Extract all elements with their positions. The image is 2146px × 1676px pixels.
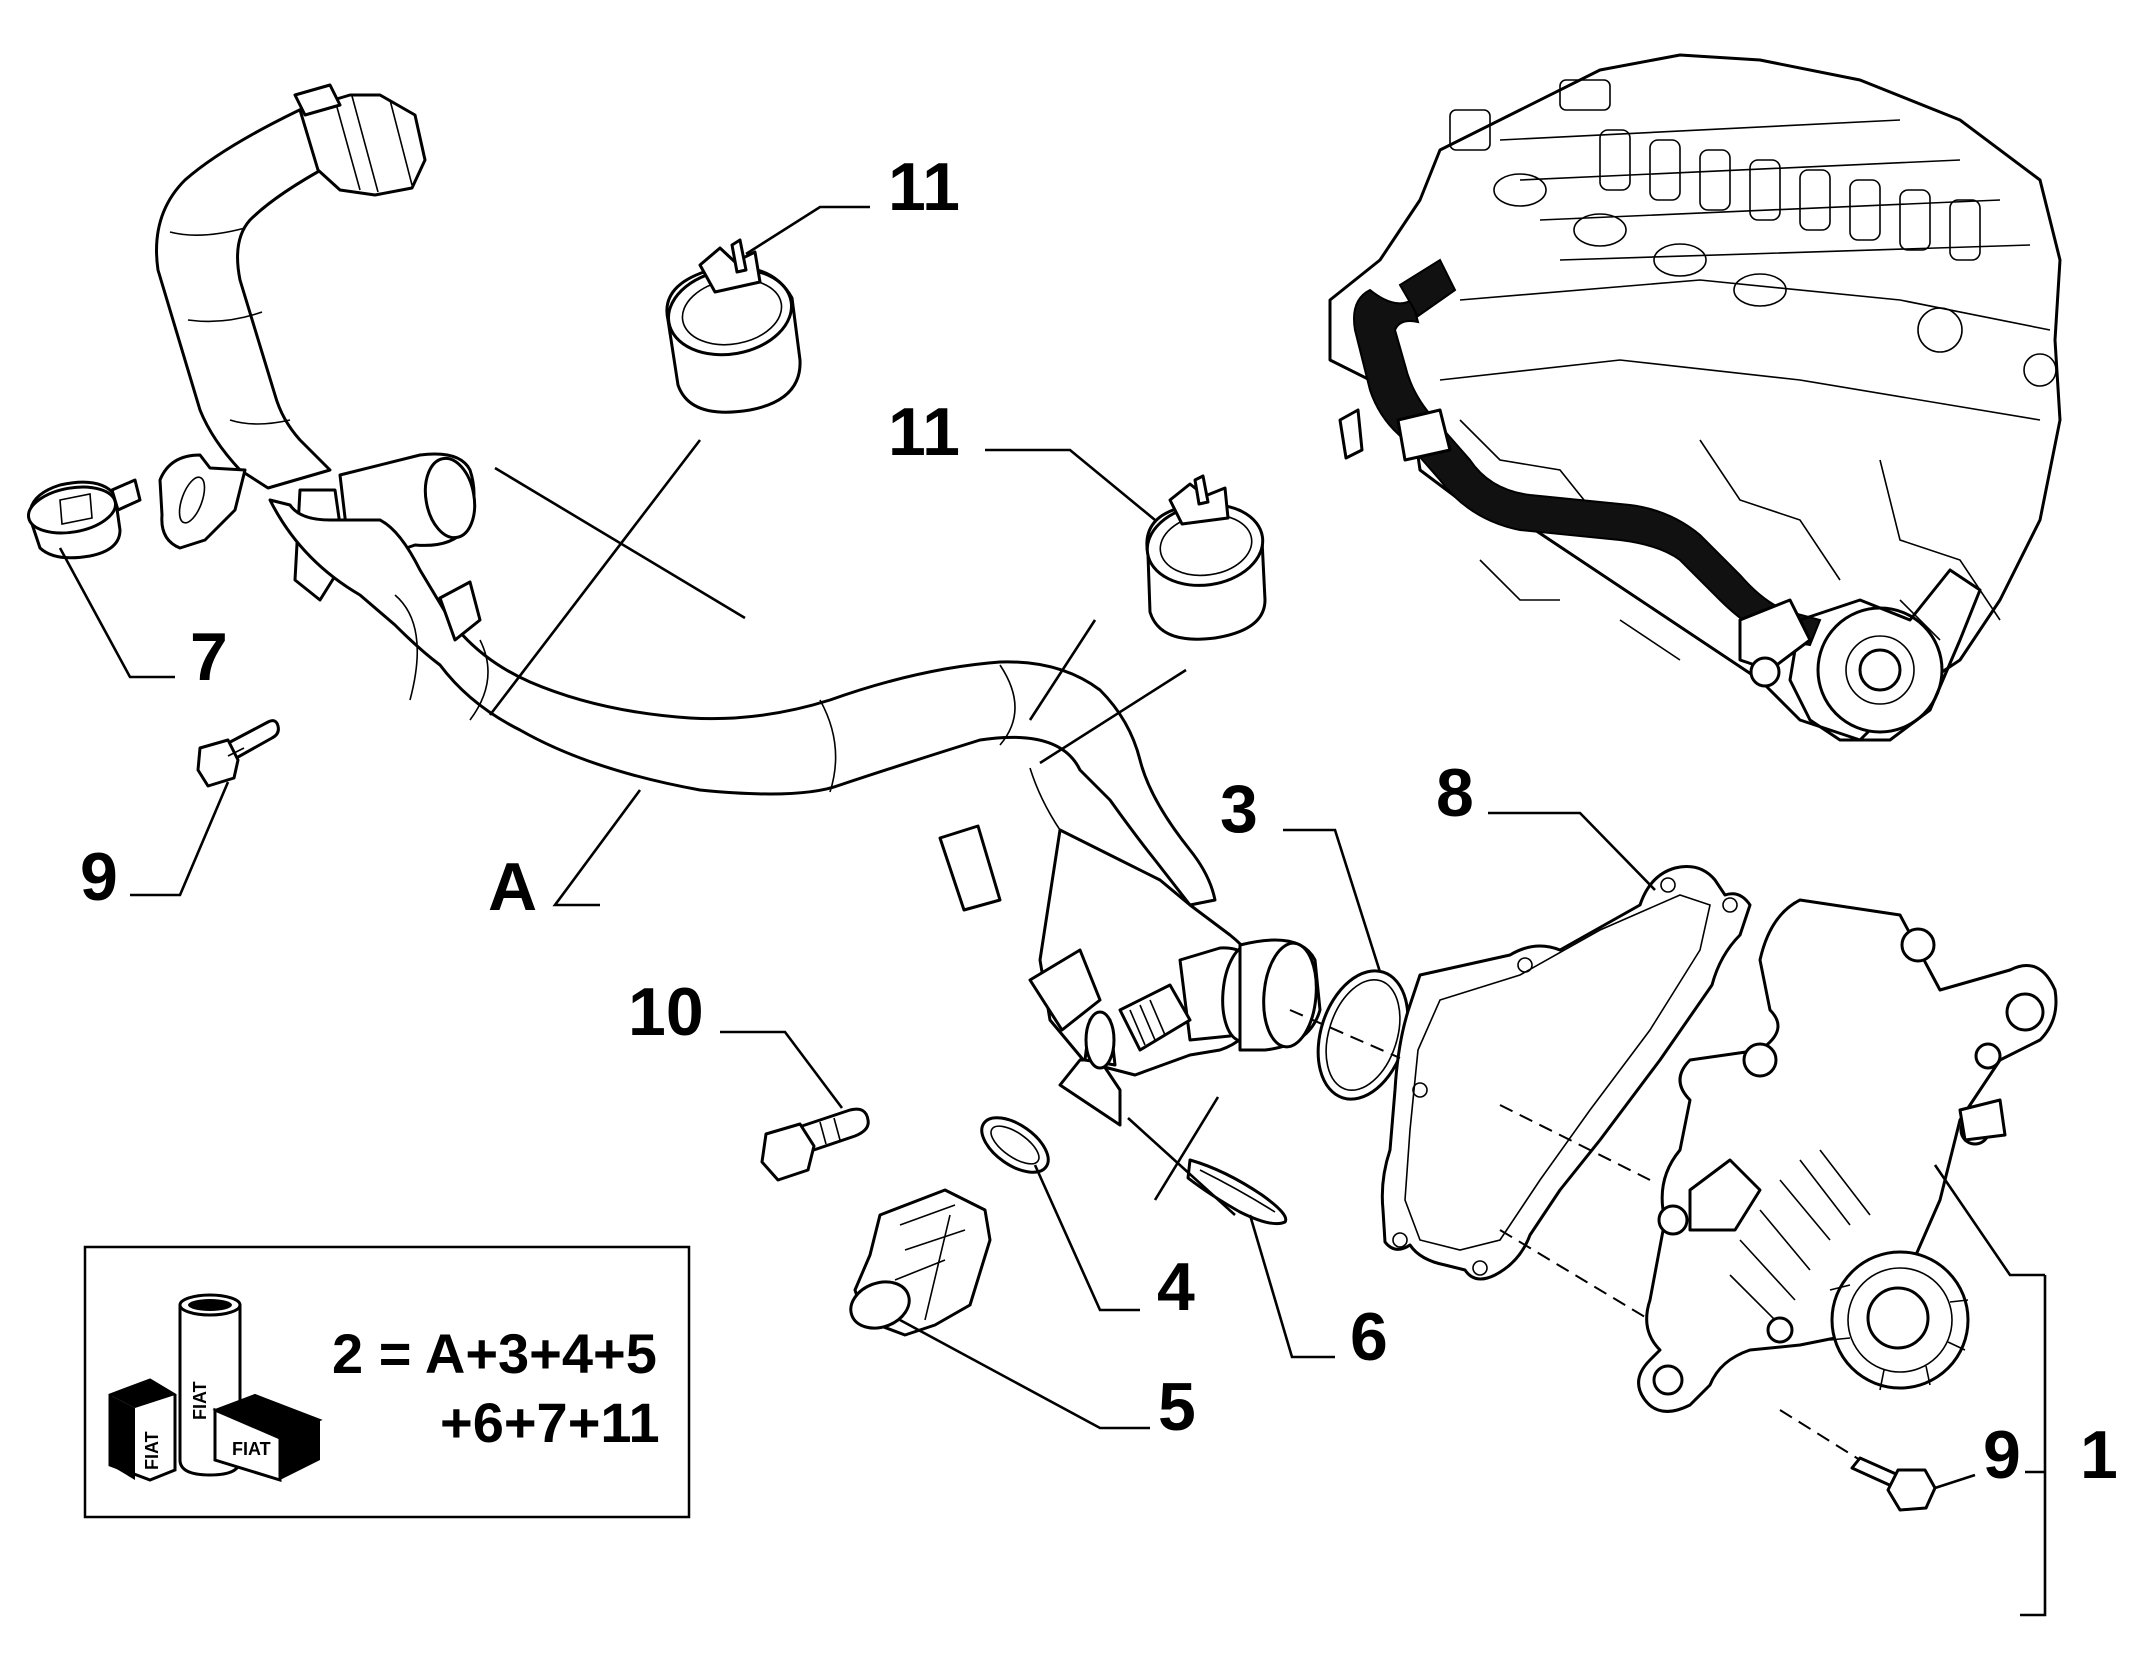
hose-clamp-11-lower	[1145, 474, 1267, 641]
callout-6: 6	[1350, 1299, 1388, 1375]
kit-box-text-2: FIAT	[142, 1431, 162, 1470]
leader-lines	[58, 205, 2047, 1617]
callout-3: 3	[1220, 771, 1258, 847]
callout-11-upper: 11	[888, 149, 960, 225]
kit-package-icon: FIAT FIAT FIAT	[108, 1293, 323, 1483]
callout-9-left: 9	[80, 839, 118, 915]
callout-9-right: 9	[1983, 1417, 2021, 1493]
callout-4: 4	[1157, 1249, 1195, 1325]
callout-11-lower: 11	[888, 394, 960, 470]
water-pump-1	[1637, 898, 2058, 1413]
adapter-5	[849, 1188, 992, 1337]
kit-box-text-1: FIAT	[190, 1381, 210, 1420]
kit-box-text-3: FIAT	[232, 1439, 271, 1459]
callout-labels: 11 11 7 9 A 10 3 8 4 6 5 9 1	[80, 149, 2118, 1493]
callout-5: 5	[1158, 1369, 1196, 1445]
o-ring-4	[980, 1116, 1050, 1174]
engine-water-pump	[1738, 568, 1982, 742]
bolt-9-right	[1850, 1456, 1937, 1512]
coolant-hose-a	[155, 83, 1322, 1127]
bolt-9-left	[196, 719, 280, 788]
callout-10: 10	[628, 974, 704, 1050]
callout-7: 7	[190, 619, 228, 695]
engine-block-illustration	[1328, 53, 2062, 742]
hose-clamp-11-upper	[665, 238, 802, 414]
kit-legend-box: FIAT FIAT FIAT 2 = A+3+4+5 +6+7+11	[83, 1245, 691, 1519]
bolt-10	[760, 1107, 870, 1182]
kit-formula-line-1: 2 = A+3+4+5	[332, 1322, 657, 1385]
callout-8: 8	[1436, 755, 1474, 831]
callout-1: 1	[2080, 1417, 2118, 1493]
assembly-axis-lines	[1289, 1009, 1861, 1461]
kit-formula-line-2: +6+7+11	[440, 1391, 660, 1454]
hose-clamp-7	[27, 478, 142, 560]
callout-a: A	[488, 849, 537, 925]
seal-6	[1186, 1158, 1288, 1226]
gasket-8	[1380, 865, 1752, 1281]
